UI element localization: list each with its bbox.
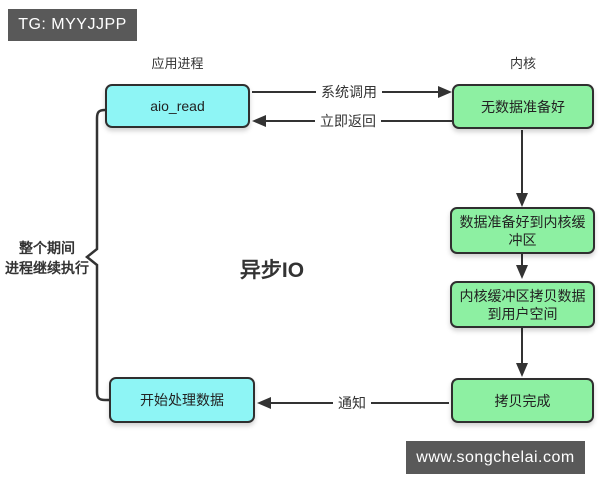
edge-label-notify: 通知 [333, 393, 371, 413]
node-aio-read: aio_read [105, 84, 250, 128]
telegram-watermark-badge: TG: MYYJJPP [8, 9, 137, 41]
done-arrowhead [516, 363, 528, 377]
wait-arrowhead [516, 193, 528, 207]
notify-arrowhead [257, 397, 271, 409]
whole-period-note: 整个期间 进程继续执行 [0, 238, 94, 278]
node-data-ready-kernel-buffer: 数据准备好到内核缓 冲区 [450, 207, 595, 254]
node-copy-complete: 拷贝完成 [451, 378, 594, 423]
syscall-arrowhead [438, 86, 452, 98]
node-copy-to-user-space: 内核缓冲区拷贝数据 到用户空间 [450, 281, 595, 328]
whole-period-note-line1: 整个期间 [19, 240, 75, 256]
website-watermark-badge: www.songchelai.com [406, 441, 585, 474]
edge-label-immediate-return: 立即返回 [315, 111, 381, 131]
node-start-processing-data: 开始处理数据 [109, 377, 255, 423]
node-no-data-ready: 无数据准备好 [452, 84, 594, 129]
whole-period-brace [84, 108, 109, 402]
edge-label-system-call: 系统调用 [316, 82, 382, 102]
return-arrowhead [252, 115, 266, 127]
whole-period-note-line2: 进程继续执行 [5, 260, 89, 276]
copy-arrowhead [516, 265, 528, 279]
column-label-app-process: 应用进程 [151, 56, 204, 71]
diagram-title: 异步IO [239, 259, 305, 282]
column-label-kernel: 内核 [509, 56, 536, 71]
